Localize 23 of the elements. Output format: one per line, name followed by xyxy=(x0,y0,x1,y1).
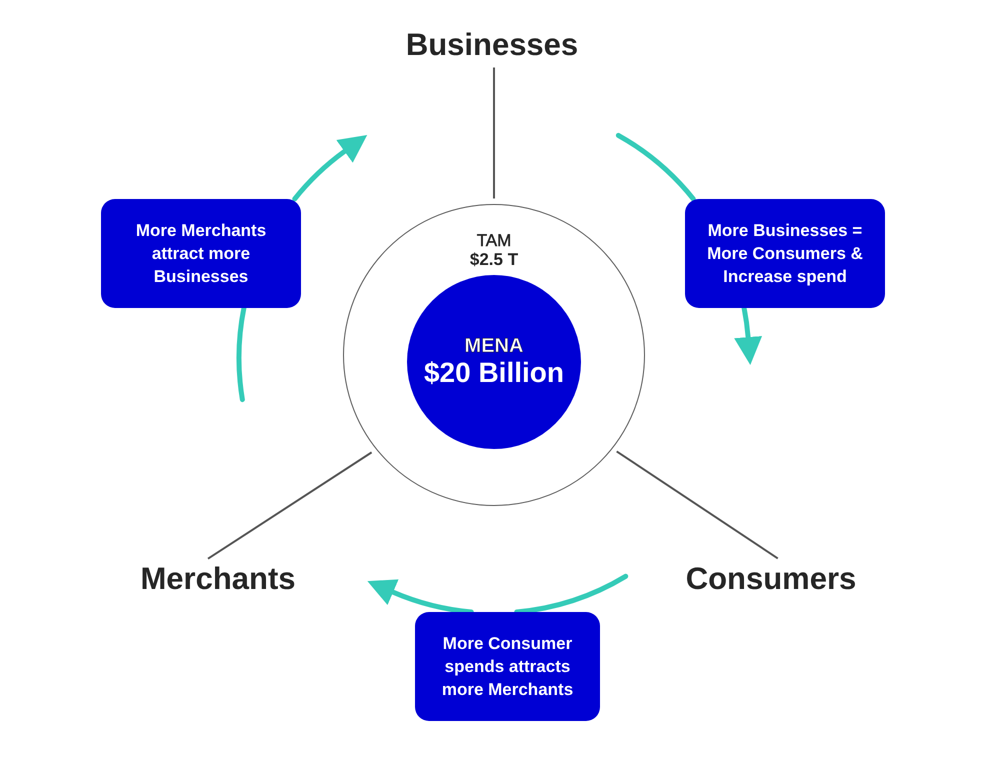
outer-ring xyxy=(343,204,645,506)
connector-line xyxy=(207,452,372,560)
statement-text: More Consumer spends attracts more Merchants xyxy=(440,633,574,701)
statement-card xyxy=(415,612,600,721)
ring-heading: TAM xyxy=(476,231,512,250)
curved-arrow xyxy=(366,579,474,614)
disc-value: $20 Billion xyxy=(424,357,564,389)
segment-label: Merchants xyxy=(140,561,296,597)
statement-card xyxy=(101,199,301,308)
curved-arrow xyxy=(734,306,762,365)
segment-label: Consumers xyxy=(686,561,856,597)
connector-line xyxy=(493,68,495,198)
curved-line xyxy=(236,306,246,402)
curved-line xyxy=(616,132,696,202)
statement-text: More Businesses = More Consumers & Increase spend xyxy=(706,220,864,288)
connector-line xyxy=(616,450,778,560)
statement-card xyxy=(685,199,885,308)
ring-value: $2.5 T xyxy=(470,250,518,270)
segment-label: Businesses xyxy=(406,27,578,63)
statement-text: More Merchants attract more Businesses xyxy=(134,220,268,288)
curved-arrow xyxy=(292,134,367,202)
disc-heading: MENA xyxy=(464,335,524,357)
curved-line xyxy=(514,574,628,614)
